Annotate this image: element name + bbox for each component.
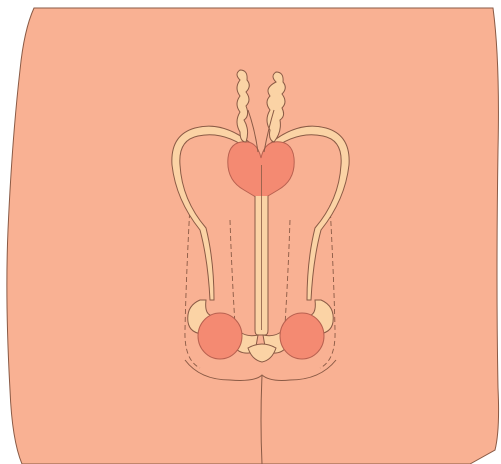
body-silhouette (7, 8, 499, 464)
right-testis (280, 313, 324, 359)
left-testis (198, 313, 242, 359)
